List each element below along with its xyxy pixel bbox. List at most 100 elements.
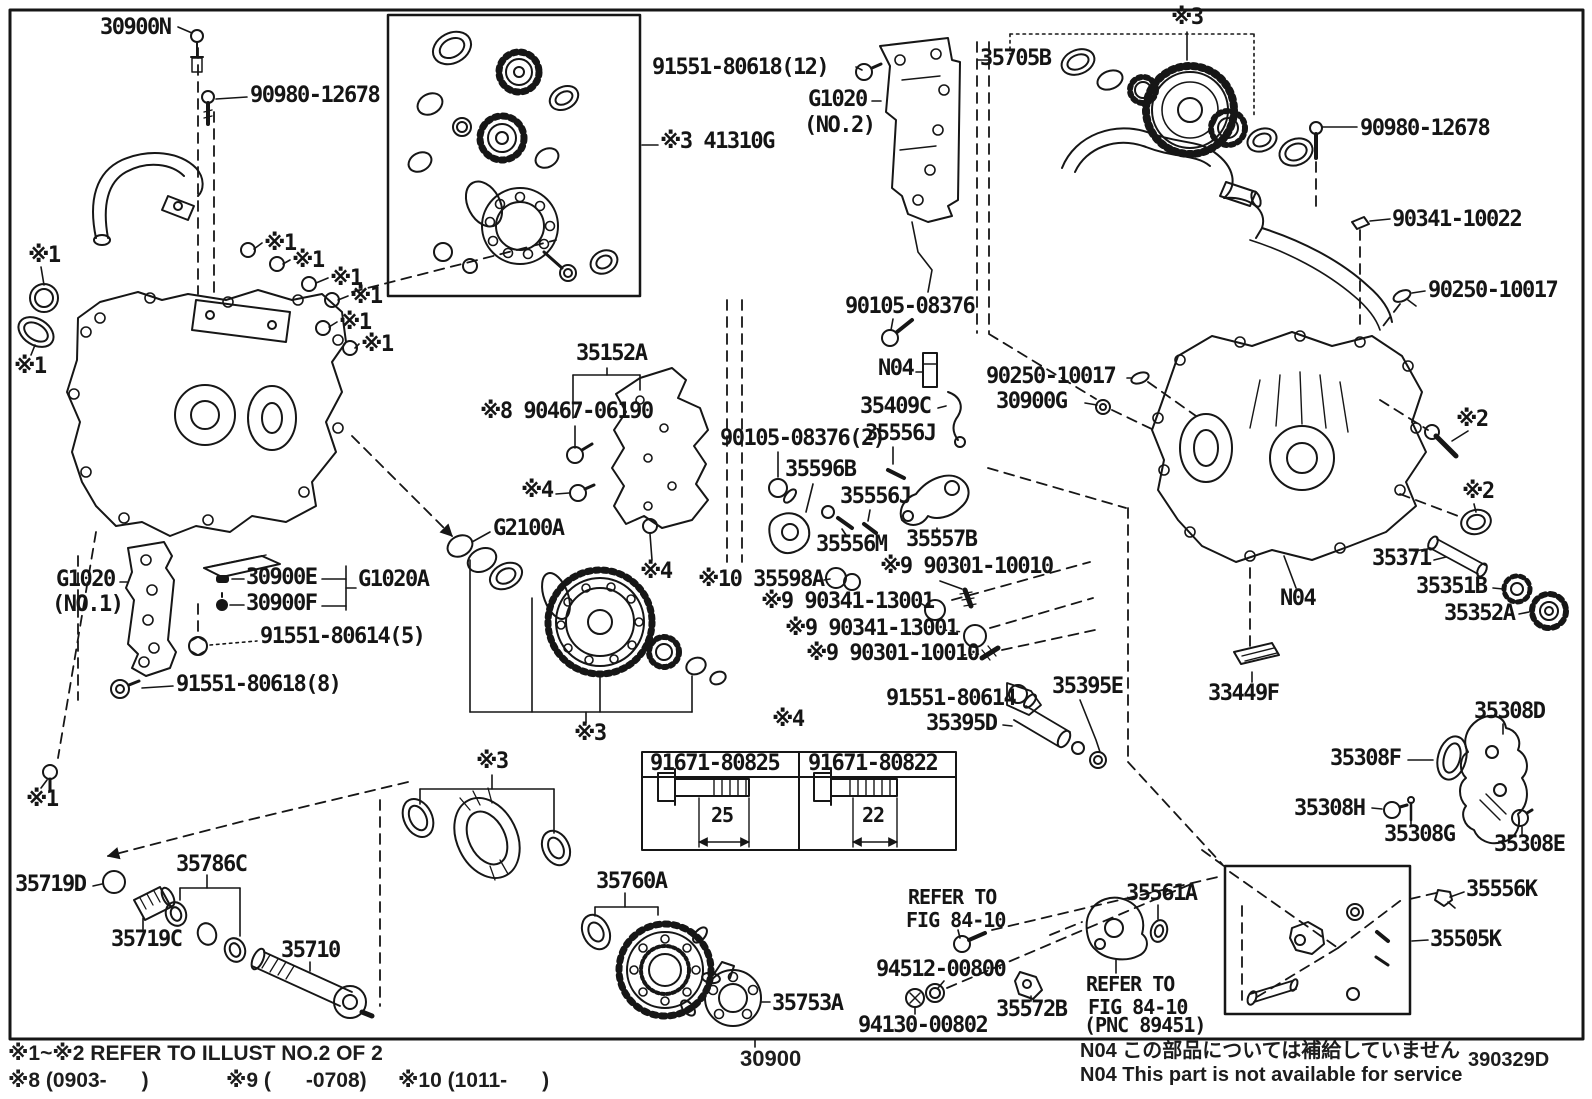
main-part-number: 30900 [740, 1046, 802, 1071]
label-ref4-b: ※4 [640, 559, 673, 584]
dotted-brackets [209, 33, 1255, 656]
oil-valve-cluster-art [1006, 682, 1107, 769]
left-transaxle-art [17, 29, 358, 793]
label-35556k: 35556K [1466, 877, 1538, 902]
label-90341-10022: 90341-10022 [1392, 207, 1523, 232]
label-g1020-no1: G1020 [56, 567, 116, 592]
g1020-no2-art [855, 37, 961, 293]
label-94512-00800: 94512-00800 [876, 957, 1007, 982]
label-35561a: 35561A [1126, 881, 1198, 906]
label-90467-06190: ※8 90467-06190 [480, 399, 654, 424]
label-ref2-b: ※2 [1462, 479, 1495, 504]
kit-box-parts-art [1246, 889, 1456, 1006]
label-35753a: 35753A [772, 991, 844, 1016]
label-90250-10017-mid: 90250-10017 [986, 364, 1117, 389]
label-35308d: 35308D [1474, 699, 1546, 724]
label-35308f: 35308F [1330, 746, 1402, 771]
leader-lines [30, 26, 1530, 1048]
label-refer-fig8410-b3: (PNC 89451) [1084, 1013, 1206, 1037]
label-35710: 35710 [281, 938, 341, 963]
label-94130-00802: 94130-00802 [858, 1013, 989, 1038]
footnote-n04-japanese: N04 この部品については補給していません [1080, 1040, 1461, 1062]
label-n04-right: N04 [1280, 586, 1317, 611]
label-90301-10010-b: ※9 90301-10010 [806, 641, 980, 666]
label-35308e: 35308E [1494, 832, 1566, 857]
fastener-table-dim-2: 22 [862, 803, 885, 827]
oil-pump-bracket-art [1383, 714, 1534, 845]
label-ref1-d: ※1 [292, 248, 325, 273]
label-g1020-no1-caption: (NO.1) [52, 592, 124, 617]
label-91551-80618-x12: 91551-80618(12) [652, 55, 830, 80]
label-35371: 35371 [1372, 546, 1432, 571]
bottom-fasteners-art [905, 371, 1169, 1008]
label-ref1-c: ※1 [264, 231, 297, 256]
label-90250-10017-top: 90250-10017 [1428, 278, 1559, 303]
inset-gear-set-art [407, 30, 619, 282]
label-ref4-a: ※4 [521, 478, 554, 503]
counter-gear-train-art [1060, 48, 1417, 307]
label-35786c: 35786C [176, 852, 248, 877]
label-g1020-no2: G1020 [808, 87, 868, 112]
label-30900n: 30900N [100, 15, 172, 40]
output-shaft-art [102, 870, 375, 1019]
label-35598a: ※10 35598A [698, 567, 825, 592]
drawing-code: 390329D [1468, 1049, 1550, 1071]
label-91551-80614: 91551-80614 [886, 686, 1017, 711]
label-ref1-e: ※1 [330, 266, 363, 291]
final-drive-art [401, 787, 762, 1027]
label-ref3-diff: ※3 [574, 721, 607, 746]
valve-body-linkage-art [566, 318, 1001, 661]
label-90105-08376: 90105-08376 [845, 294, 976, 319]
label-35719d: 35719D [15, 872, 87, 897]
label-35556m: 35556M [816, 532, 888, 557]
label-41310g: ※3 41310G [660, 129, 775, 154]
right-transaxle-art [1061, 127, 1569, 665]
fastener-table-lines [641, 751, 957, 851]
differential-art [446, 534, 727, 686]
inset-box-41310g [386, 13, 642, 298]
label-35556j-upper: 35556J [865, 421, 937, 446]
label-30900e: 30900E [246, 565, 318, 590]
label-35572b: 35572B [996, 997, 1068, 1022]
label-35505k: 35505K [1430, 927, 1502, 952]
label-refer-fig8410-b1: REFER TO [1086, 972, 1175, 996]
label-35409c: 35409C [860, 394, 932, 419]
exploded-view-dashes [57, 41, 1459, 1007]
label-ref3-gear-train: ※3 [1171, 5, 1204, 30]
label-35152a: 35152A [576, 341, 648, 366]
label-35308g: 35308G [1384, 822, 1456, 847]
footnote-ref9: ※9 ( -0708) [226, 1069, 367, 1092]
footnote-ref8: ※8 (0903- ) [8, 1069, 149, 1092]
label-35557b: 35557B [906, 527, 978, 552]
fastener-table-part-1: 91671-80825 [650, 751, 781, 776]
drawing-border [8, 8, 1585, 1041]
label-35760a: 35760A [596, 869, 668, 894]
label-30900g: 30900G [996, 389, 1068, 414]
label-refer-fig8410-a1: REFER TO [908, 885, 997, 909]
label-35351b: 35351B [1416, 574, 1488, 599]
label-90980-12678-right: 90980-12678 [1360, 116, 1491, 141]
label-ref1-h: ※1 [361, 332, 394, 357]
label-91551-80614-x5: 91551-80614(5) [260, 624, 426, 649]
label-ref1-b: ※1 [14, 354, 47, 379]
label-35395d: 35395D [926, 711, 998, 736]
label-30900f: 30900F [246, 591, 318, 616]
footnote-ref10: ※10 (1011- ) [398, 1069, 550, 1092]
label-35395e: 35395E [1052, 674, 1124, 699]
fastener-table-part-2: 91671-80822 [808, 751, 939, 776]
label-35556j-lower: 35556J [840, 484, 912, 509]
kit-box-35505k [1223, 864, 1412, 1016]
label-90301-10010-a: ※9 90301-10010 [880, 554, 1054, 579]
label-35596b: 35596B [785, 457, 857, 482]
label-refer-fig8410-a2: FIG 84-10 [906, 908, 1006, 932]
footnote-n04-english: N04 This part is not available for servi… [1080, 1064, 1463, 1086]
footnote-illust-ref: ※1~※2 REFER TO ILLUST NO.2 OF 2 [8, 1042, 383, 1065]
g1020-no1-art [110, 541, 281, 699]
label-90341-13001-b: ※9 90341-13001 [785, 616, 959, 641]
label-ref1-i: ※1 [26, 787, 59, 812]
label-refer-fig8410-b2: FIG 84-10 [1088, 995, 1188, 1019]
label-ref1-a: ※1 [28, 243, 61, 268]
label-ref3-bearing: ※3 [476, 749, 509, 774]
